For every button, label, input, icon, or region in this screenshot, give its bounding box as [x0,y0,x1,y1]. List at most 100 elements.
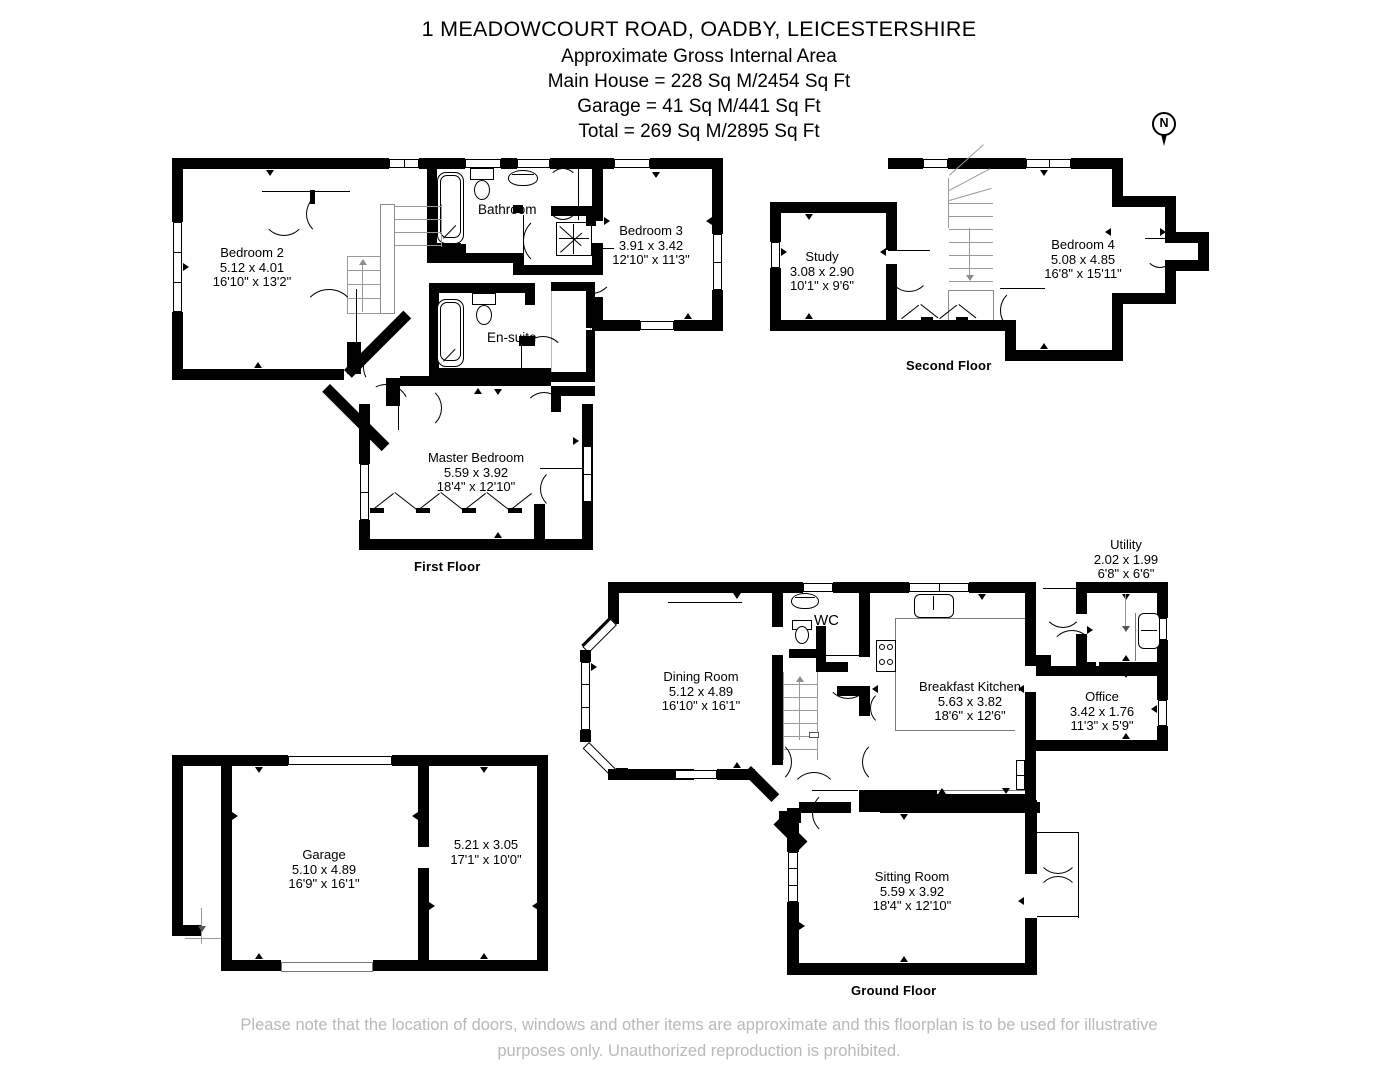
door-swing [870,690,906,726]
hob-ring [887,659,893,665]
wall [418,960,548,971]
direction-arrow [591,663,597,671]
garage-door-line [185,938,221,939]
wall [429,755,548,766]
stair-handrail [380,204,395,314]
disclaimer-line-2: purposes only. Unauthorized reproduction… [497,1042,901,1060]
direction-arrow [573,437,579,445]
direction-arrow [1040,343,1048,349]
wall [717,769,755,780]
wall [948,158,986,169]
door-leaf [888,250,930,252]
door-leaf [812,790,858,792]
door-swing [1145,238,1175,268]
direction-arrow [733,593,741,599]
wall [859,686,870,716]
window [1158,700,1167,726]
wall [859,582,909,593]
door-swing [826,655,870,699]
bay-window-angled [582,618,617,654]
direction-arrow [872,685,878,693]
sink-tap [1141,630,1157,632]
wardrobe-mark [416,508,430,513]
room-label-garage-store: 5.21 x 3.05 17'1" x 10'0" [450,837,522,867]
wall [384,158,389,169]
bathtub-base [434,244,466,253]
disclaimer-block: Please note that the location of doors, … [0,1012,1398,1064]
wall [525,283,535,305]
stair-tread [783,684,818,686]
stair-tread [949,203,993,205]
wall [837,686,870,696]
wall [1036,740,1168,751]
window [668,593,742,602]
wall [513,253,523,275]
door-leaf [1043,588,1083,590]
sink-tap [933,596,935,610]
room-label-bedroom4: Bedroom 4 5.08 x 4.85 16'8" x 15'11" [1044,237,1122,281]
door-swing [748,740,792,784]
wall [172,369,344,380]
window [1026,159,1071,168]
hob-ring [887,644,893,650]
wall [1165,232,1209,243]
direction-arrow [232,812,238,820]
wall [888,158,923,169]
direction-arrow [684,313,692,319]
area-caption: Approximate Gross Internal Area [561,46,837,67]
counter-line [1135,613,1137,661]
wall [1165,260,1209,271]
wall [550,158,592,169]
second-floor-caption: Second Floor [906,358,992,373]
room-label-wc: WC [814,612,839,629]
door-leaf [262,191,350,193]
room-label-study: Study 3.08 x 2.90 10'1" x 9'6" [789,249,855,293]
door-leaf [826,655,870,657]
door-leaf [540,468,582,470]
utility-arrow [1122,626,1130,632]
direction-arrow [604,217,610,225]
wall [897,320,1005,331]
direction-arrow [1160,228,1166,236]
wall [770,202,892,213]
direction-arrow [978,594,986,600]
wall [586,282,595,328]
wall [586,206,596,226]
window [675,770,717,779]
first-floor-caption: First Floor [414,559,481,574]
stair-line [949,168,991,191]
door-swing [1037,832,1079,874]
door-swing [812,790,858,836]
wall [712,158,723,234]
window [788,852,798,902]
door-swing [1050,630,1094,674]
window [173,222,182,312]
wall [779,811,801,823]
door-leaf [1000,288,1045,290]
door-jamb [310,190,315,204]
wall [742,582,787,593]
wall [347,342,361,374]
direction-arrow [1018,897,1024,905]
stair-tread [949,242,993,244]
window [614,159,650,168]
direction-arrow [652,172,660,178]
wall [668,582,742,593]
stair-direction [799,680,801,740]
window-mullion [581,684,590,686]
wall [1025,800,1037,874]
wardrobe-mark [370,508,384,513]
direction-arrow [706,217,712,225]
room-label-bedroom2: Bedroom 2 5.12 x 4.01 16'10" x 13'2" [212,245,292,289]
wardrobe-line [440,492,464,511]
direction-arrow [799,922,805,930]
wall [523,265,596,275]
wardrobe-mark [462,508,476,513]
wall [551,282,595,291]
stair-edge [948,178,950,228]
door-swing [398,386,442,430]
garage-door-arrow [198,926,206,932]
stair-tread [949,229,993,231]
toilet-bowl [476,305,492,325]
door-leaf [1037,916,1079,918]
